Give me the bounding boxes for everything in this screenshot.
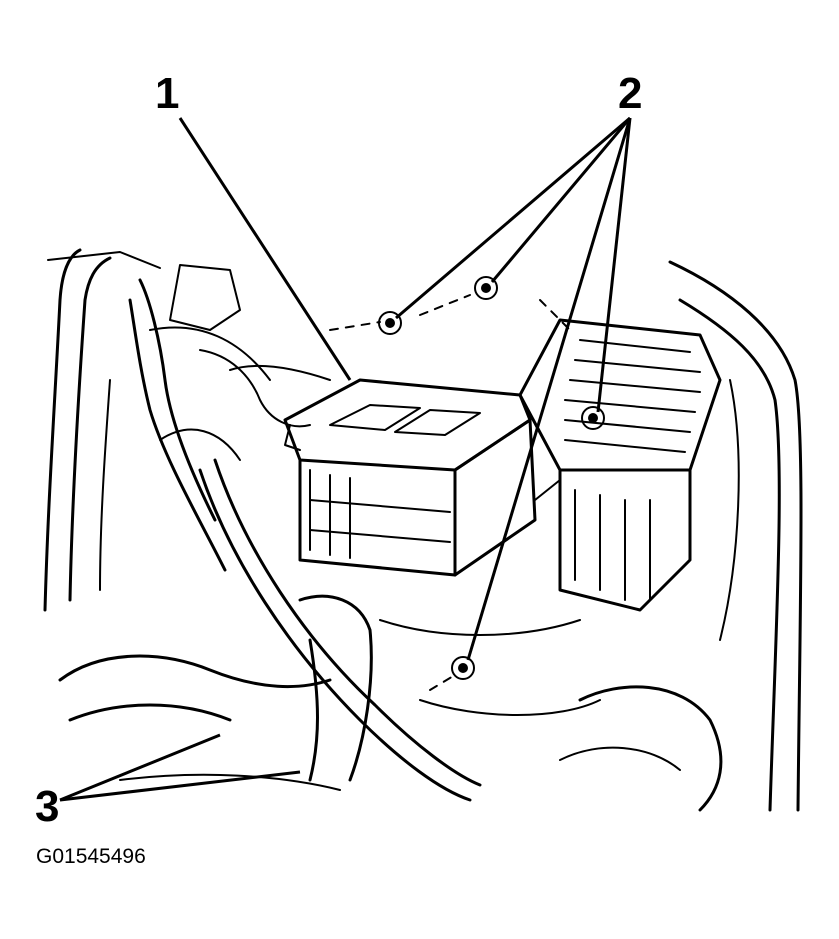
drain-hose xyxy=(198,458,482,802)
callout-2-label: 2 xyxy=(618,69,643,118)
leader-lines xyxy=(59,116,632,802)
mounting-nut-3 xyxy=(581,406,605,430)
stud-reference-lines xyxy=(329,294,571,691)
callout-3-label: 3 xyxy=(35,782,60,831)
right-body-pillar xyxy=(668,260,803,812)
lower-ducting xyxy=(58,594,723,812)
blower-case xyxy=(518,318,722,612)
wiring-harness xyxy=(128,264,331,572)
hvac-module-housing xyxy=(283,378,537,577)
mounting-nut-4 xyxy=(451,656,475,680)
mounting-nut-2 xyxy=(474,276,498,300)
left-body-panel xyxy=(43,248,161,612)
figure-id: G01545496 xyxy=(36,845,146,868)
callout-1-label: 1 xyxy=(155,69,180,118)
